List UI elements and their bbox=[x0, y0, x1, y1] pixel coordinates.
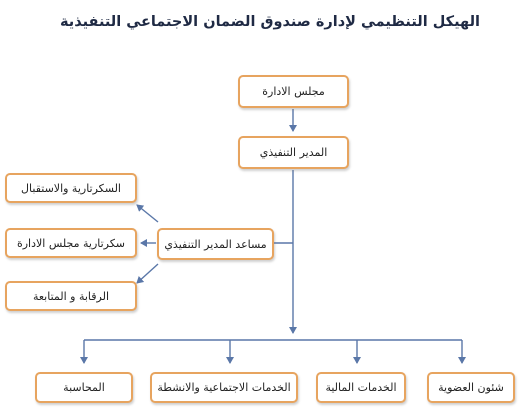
node-secretariat-reception: السكرتارية والاستقبال bbox=[5, 173, 137, 203]
node-financial-services: الخدمات المالية bbox=[316, 372, 406, 403]
node-board: مجلس الادارة bbox=[238, 75, 349, 108]
node-executive-director: المدير التنفيذي bbox=[238, 136, 349, 169]
connector-assistant-to-monitoring bbox=[136, 263, 159, 284]
node-accounting: المحاسبة bbox=[35, 372, 133, 403]
node-board-secretariat: سكرتارية مجلس الادارة bbox=[5, 228, 137, 258]
diagram-title: الهيكل التنظيمي لإدارة صندوق الضمان الاج… bbox=[60, 14, 480, 30]
connector-assistant-to-secretariat bbox=[136, 204, 159, 223]
node-assistant-director: مساعد المدير التنفيذي bbox=[157, 228, 274, 260]
node-social-services: الخدمات الاجتماعية والانشطة bbox=[150, 372, 298, 403]
node-monitoring: الرقابة و المتابعة bbox=[5, 281, 137, 311]
node-membership-affairs: شئون العضوية bbox=[427, 372, 515, 403]
